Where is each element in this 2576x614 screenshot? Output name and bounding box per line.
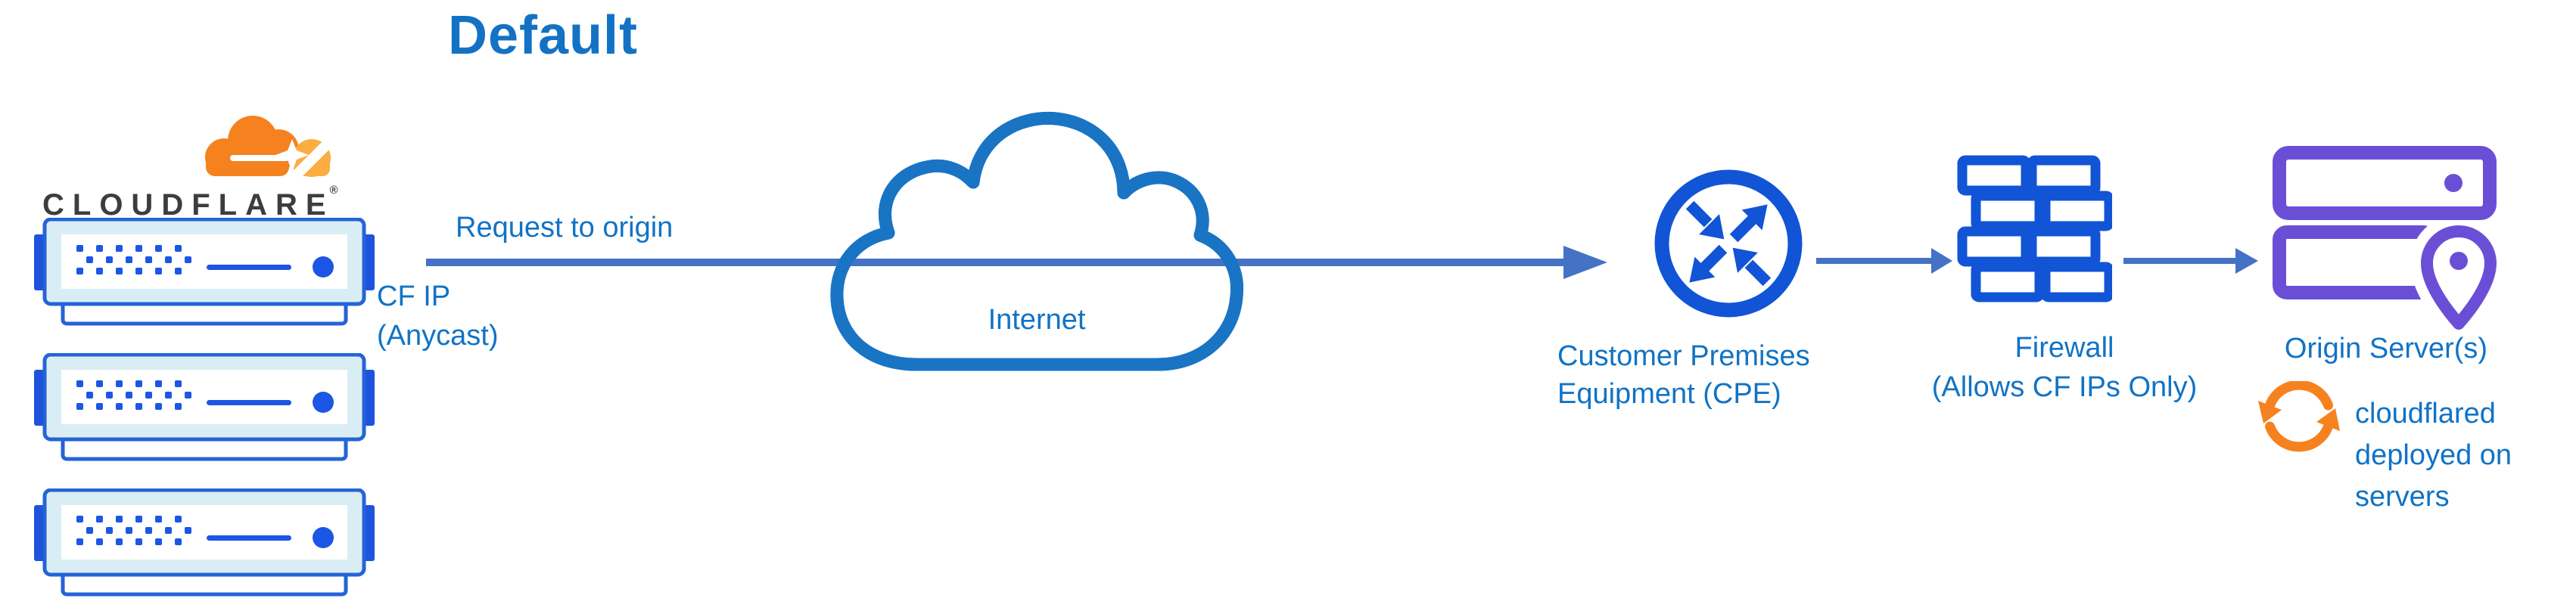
- cloudflare-wordmark: CLOUDFLARE®: [42, 184, 338, 222]
- edge-server-icon: [34, 488, 375, 598]
- cpe-label: Customer Premises Equipment (CPE): [1557, 337, 1810, 413]
- anycast-line: (Anycast): [377, 320, 499, 352]
- cloudflare-wordmark-text: CLOUDFLARE: [42, 188, 334, 222]
- location-pin-icon: [2421, 225, 2497, 330]
- cloudflared-note-line2: deployed on: [2355, 439, 2512, 471]
- cf-ip-anycast-label: CF IP (Anycast): [377, 277, 498, 355]
- cloudflared-note: cloudflared deployed on servers: [2355, 393, 2512, 518]
- cpe-label-line1: Customer Premises: [1557, 340, 1810, 372]
- arrow-cpe-to-firewall: [1816, 248, 1952, 274]
- cloudflare-cloud-logo: [205, 116, 338, 183]
- request-to-origin-label: Request to origin: [456, 212, 674, 243]
- edge-server-icon: [34, 218, 375, 327]
- firewall-label-line2: (Allows CF IPs Only): [1931, 371, 2198, 403]
- internet-label: Internet: [988, 304, 1086, 336]
- registered-mark: ®: [329, 184, 338, 197]
- firewall-label: Firewall (Allows CF IPs Only): [1890, 328, 2238, 407]
- edge-server-icon: [34, 353, 375, 463]
- origin-server-stack-icon: [2273, 146, 2499, 330]
- arrow-firewall-to-origin: [2123, 248, 2258, 274]
- cpe-label-line2: Equipment (CPE): [1557, 378, 1781, 410]
- firewall-brick-wall-icon: [1957, 155, 2112, 302]
- cloudflared-note-line3: servers: [2355, 481, 2450, 513]
- page-title: Default: [448, 5, 639, 66]
- cloudflared-note-line1: cloudflared: [2355, 398, 2496, 429]
- sync-arrows-icon: [2258, 381, 2340, 452]
- internet-cloud-icon: [830, 111, 1244, 371]
- cf-ip-line: CF IP: [377, 281, 451, 312]
- firewall-label-line1: Firewall: [2014, 332, 2114, 364]
- origin-servers-label: Origin Server(s): [2284, 333, 2488, 364]
- cpe-router-arrows-icon: [1654, 169, 1803, 318]
